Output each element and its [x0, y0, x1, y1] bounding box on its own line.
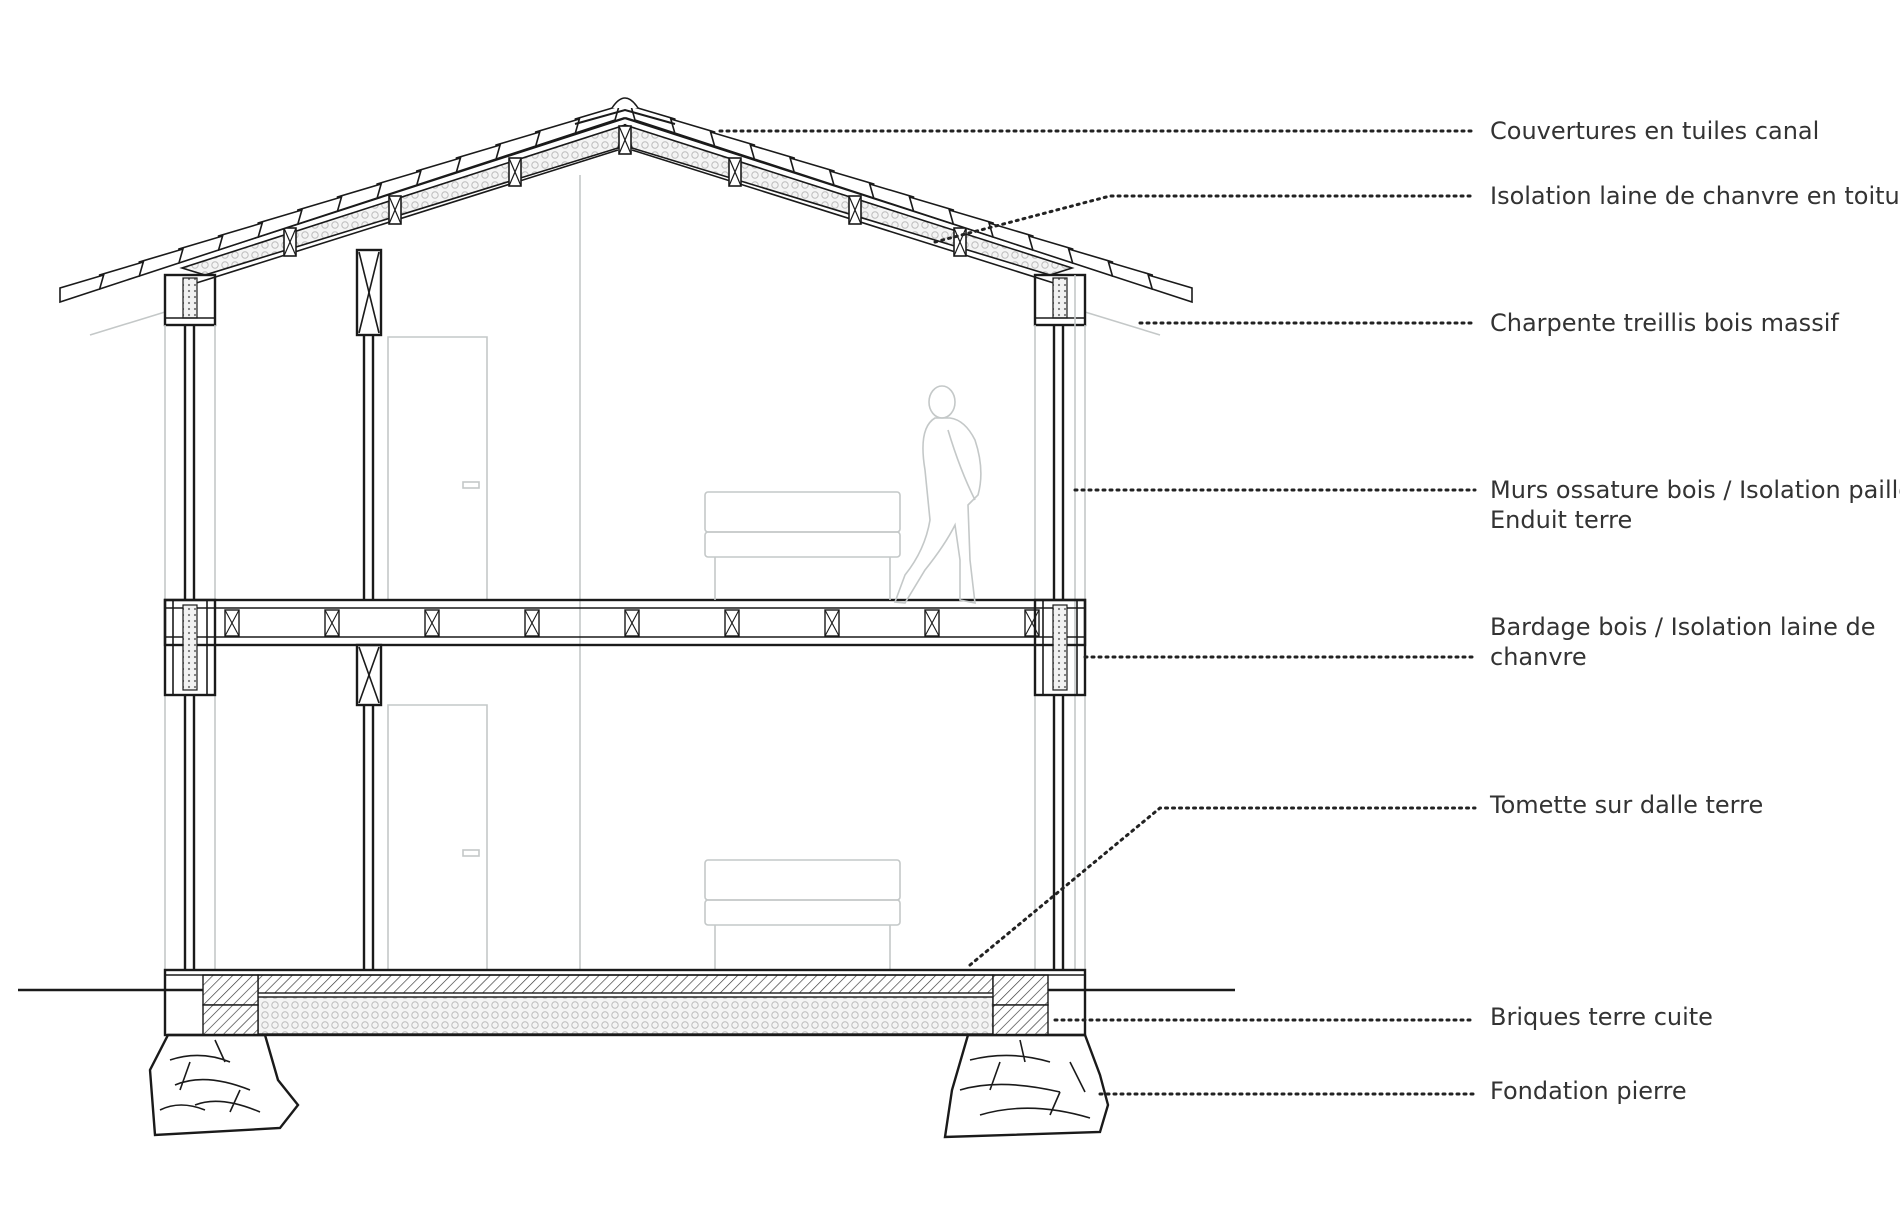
label-cladding-line2: chanvre — [1490, 643, 1587, 671]
floor-joist — [924, 609, 940, 637]
roof-insulation-left — [179, 123, 627, 276]
floor-joist — [424, 609, 440, 637]
eave-block-left — [163, 273, 217, 327]
intermediate-floor — [163, 598, 1087, 647]
foundation-left — [148, 1033, 300, 1137]
roof-tile — [178, 234, 224, 265]
floor-joist — [824, 609, 840, 637]
floor-block-left — [163, 598, 217, 697]
roof-tile — [1067, 247, 1114, 278]
truss-post — [388, 195, 402, 225]
roof-tile — [629, 104, 676, 135]
roof-tile — [257, 208, 304, 239]
floor-joist — [324, 609, 340, 637]
door-lower — [387, 704, 488, 970]
roof-tile — [868, 182, 915, 213]
label-roof-tiles: Couvertures en tuiles canal — [1490, 117, 1820, 145]
door-upper — [387, 336, 488, 600]
truss-posts — [283, 125, 967, 257]
roof-tile — [415, 156, 462, 187]
label-roof-insulation: Isolation laine de chanvre en toiture — [1490, 182, 1900, 210]
floor-joist — [724, 609, 740, 637]
truss-post — [618, 125, 632, 155]
ridge-tile — [611, 97, 639, 109]
person-silhouette — [893, 385, 982, 605]
floor-joist — [1024, 609, 1040, 637]
label-floor: Tomette sur dalle terre — [1490, 791, 1764, 819]
roof-tiles-left — [59, 104, 621, 304]
roof-tile — [455, 143, 502, 174]
ground-slab — [163, 968, 1087, 1037]
roof-tile — [336, 182, 383, 213]
truss-post — [728, 157, 742, 187]
roof-tile — [788, 156, 835, 187]
label-walls-line1: Murs ossature bois / Isolation paille — [1490, 476, 1900, 504]
roof-tiles-right — [629, 104, 1193, 304]
foundation-right — [943, 1033, 1110, 1139]
roof-tile — [1107, 260, 1154, 291]
roof-tile — [138, 247, 185, 278]
roof-tile — [59, 273, 105, 304]
floor-block-right — [1033, 598, 1087, 697]
floor-joist — [624, 609, 640, 637]
roof-tile — [1147, 273, 1193, 304]
eave-block-right — [1033, 273, 1087, 327]
roof-tile — [749, 143, 795, 174]
roof-tile — [297, 195, 343, 226]
roof-tile — [574, 104, 621, 135]
floor-joist — [224, 609, 240, 637]
bench-upper — [704, 491, 901, 600]
label-bricks: Briques terre cuite — [1490, 1003, 1713, 1031]
roof-tile — [709, 130, 756, 161]
bench-lower — [704, 859, 901, 970]
truss-post — [283, 227, 297, 257]
label-cladding-line1: Bardage bois / Isolation laine de — [1490, 613, 1876, 641]
truss-post — [848, 195, 862, 225]
truss-post — [508, 157, 522, 187]
roof-tile — [828, 169, 875, 200]
roof-tile — [1027, 234, 1074, 265]
partition-wall — [355, 248, 383, 970]
wall-left — [164, 325, 216, 970]
label-foundation: Fondation pierre — [1490, 1077, 1687, 1105]
truss-post — [953, 227, 967, 257]
leader-lines — [718, 129, 1477, 1096]
roof-tile — [495, 130, 541, 161]
roof-tile — [908, 195, 955, 226]
roof-tile — [98, 260, 145, 291]
roof-tile — [217, 221, 264, 252]
floor-joist — [524, 609, 540, 637]
label-walls-line2: Enduit terre — [1490, 506, 1633, 534]
label-truss: Charpente treillis bois massif — [1490, 309, 1839, 337]
roof-tile — [376, 169, 422, 200]
